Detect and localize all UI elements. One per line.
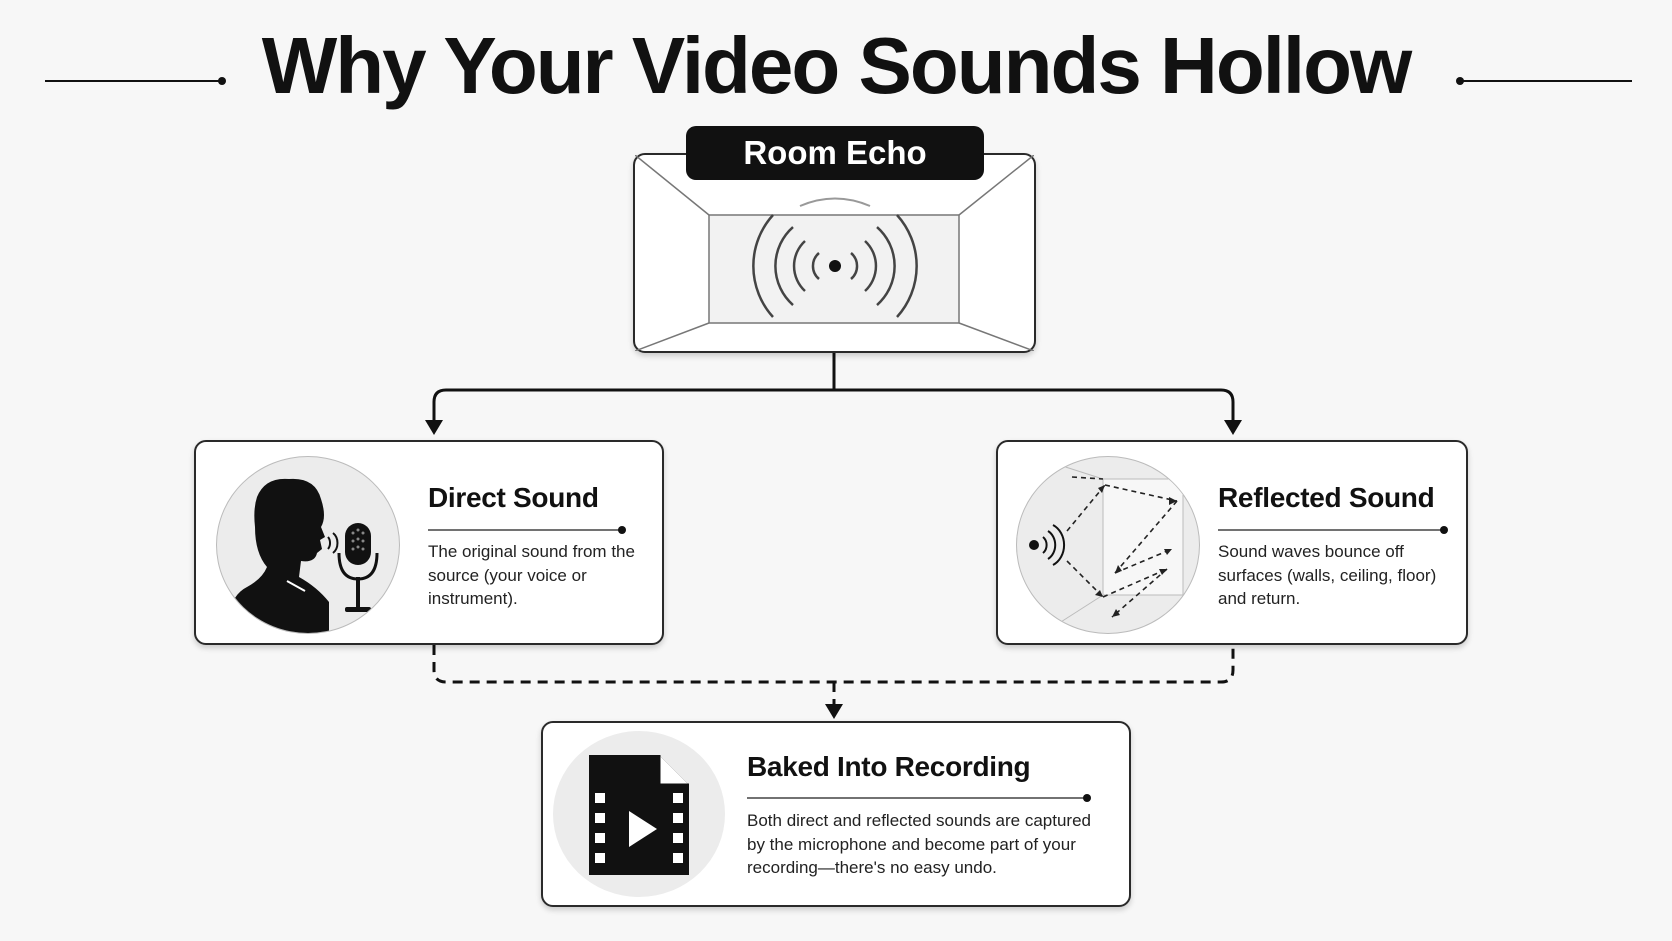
arrowhead-baked (825, 704, 843, 719)
room-echo-label: Room Echo (686, 126, 984, 180)
sound-reflection-icon (1016, 456, 1200, 634)
direct-sound-divider (428, 526, 626, 534)
person-speaking-microphone-icon (216, 456, 400, 634)
room-echo-card (633, 153, 1036, 353)
baked-recording-card: Baked Into Recording Both direct and ref… (541, 721, 1131, 907)
baked-recording-title: Baked Into Recording (747, 751, 1031, 782)
title-rule-left (45, 77, 226, 85)
arrowhead-direct (425, 420, 443, 435)
arrowhead-reflected (1224, 420, 1242, 435)
baked-recording-divider (747, 794, 1091, 802)
reflected-sound-description: Sound waves bounce off surfaces (walls, … (1218, 542, 1437, 608)
reflected-sound-divider (1218, 526, 1448, 534)
reflected-sound-title: Reflected Sound (1218, 482, 1435, 513)
video-file-icon (553, 731, 725, 897)
direct-sound-description: The original sound from the source (your… (428, 542, 635, 608)
reflected-sound-card: Reflected Sound Sound waves bounce off s… (996, 440, 1468, 645)
page-title: Why Your Video Sounds Hollow (261, 21, 1413, 110)
direct-sound-card: Direct Sound The original sound from the… (194, 440, 664, 645)
title-rule-right (1456, 77, 1632, 85)
direct-sound-title: Direct Sound (428, 482, 599, 513)
merge-dashed-arrow (432, 645, 1235, 705)
baked-recording-description: Both direct and reflected sounds are cap… (747, 811, 1091, 877)
sound-waves-icon (635, 155, 1034, 351)
split-arrow (432, 353, 1235, 420)
